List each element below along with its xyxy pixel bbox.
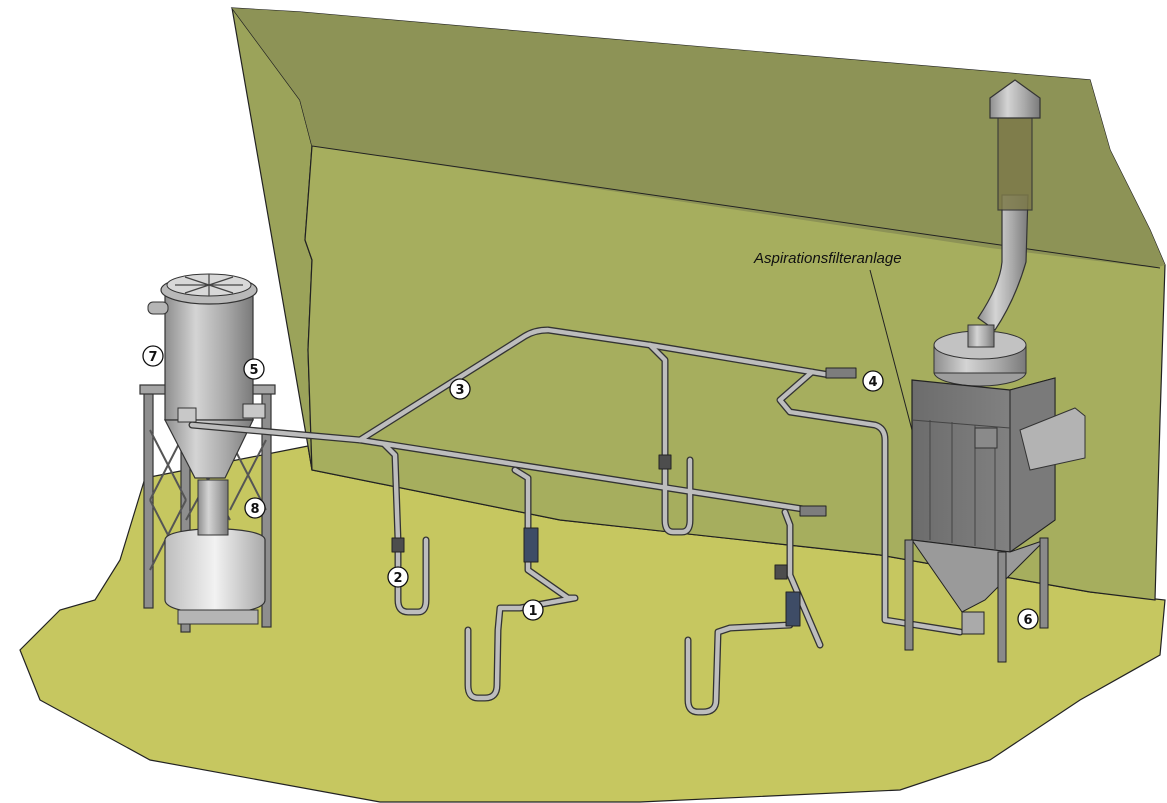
callout-3: 3 <box>449 378 471 400</box>
filter-leg <box>997 551 1007 663</box>
pipe-network <box>188 326 964 716</box>
side-outlet <box>1019 407 1086 471</box>
svg-text:8: 8 <box>250 502 259 517</box>
exhaust-duct <box>977 194 1029 331</box>
callout-5: 5 <box>243 358 265 380</box>
back-wall-upper-band <box>232 8 1165 268</box>
callout-8: 8 <box>244 497 266 519</box>
bag-pallet <box>177 609 259 625</box>
svg-text:2: 2 <box>393 571 402 586</box>
caption-leader-line <box>869 269 913 431</box>
svg-text:5: 5 <box>249 363 258 378</box>
silo-inlet <box>147 301 169 315</box>
pipe-nozzle <box>799 505 827 517</box>
callout-7: 7 <box>142 345 164 367</box>
filter-hopper <box>910 539 1046 613</box>
svg-text:4: 4 <box>868 375 877 390</box>
svg-text:3: 3 <box>455 383 464 398</box>
valve-icon <box>658 454 672 470</box>
stack-cap <box>989 79 1041 119</box>
callout-6: 6 <box>1017 608 1039 630</box>
svg-text:7: 7 <box>148 350 157 365</box>
callout-2: 2 <box>387 566 409 588</box>
sampling-device <box>785 591 801 627</box>
silo-cylinder <box>164 289 254 421</box>
filter-leg <box>904 539 914 651</box>
svg-text:1: 1 <box>528 604 537 619</box>
filter-unit-caption: Aspirationsfilteranlage <box>753 250 902 267</box>
callout-1: 1 <box>522 599 544 621</box>
rotary-valve <box>961 611 985 635</box>
aspiration-filter-unit <box>904 79 1086 663</box>
sampling-device <box>523 527 539 563</box>
valve-icon <box>774 564 788 580</box>
callout-4: 4 <box>862 370 884 392</box>
big-bag <box>164 528 266 615</box>
silo-cone <box>164 419 254 479</box>
pipe-nozzle <box>825 367 857 379</box>
exhaust-stack <box>997 114 1033 211</box>
valve-icon <box>391 537 405 553</box>
silo-leg <box>143 392 154 609</box>
discharge-neck <box>197 479 229 536</box>
svg-text:6: 6 <box>1023 613 1032 628</box>
filter-leg <box>1039 537 1049 629</box>
